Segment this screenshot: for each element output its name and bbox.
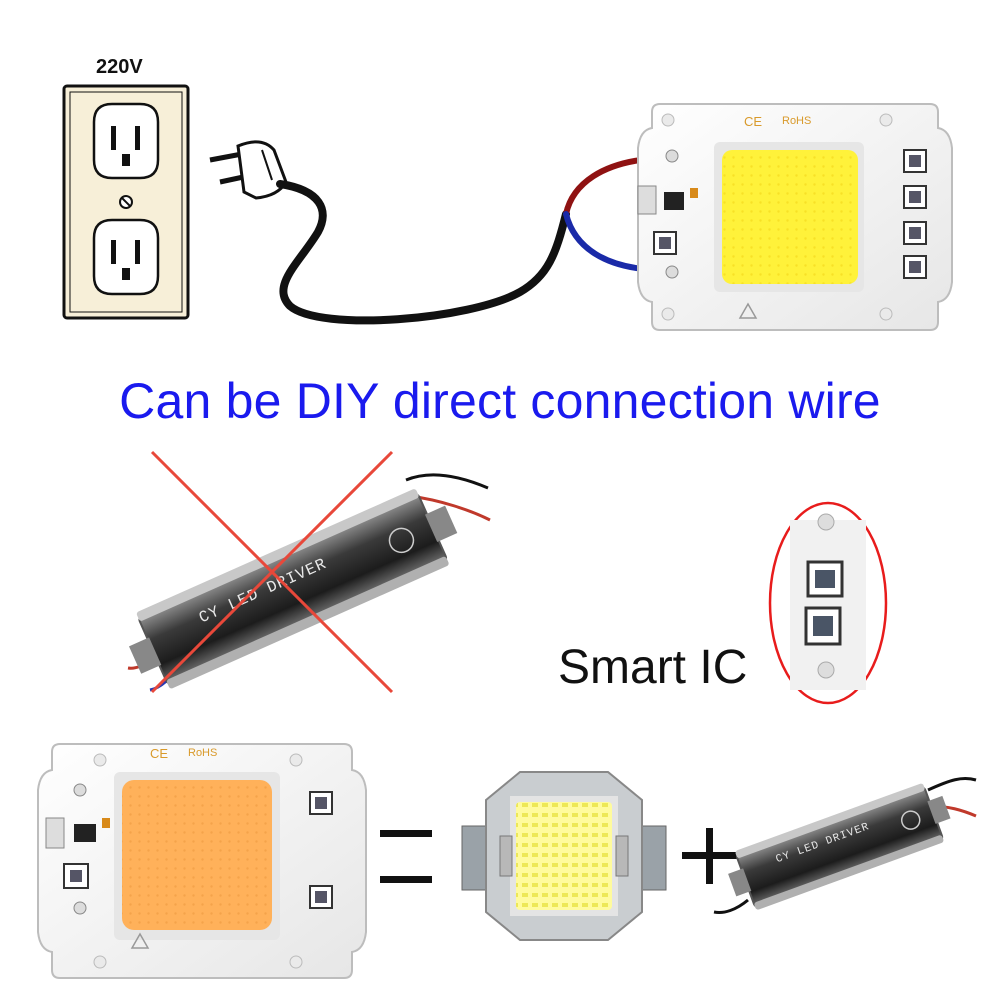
cob-led-chip-icon: CE RoHS — [637, 103, 953, 331]
smart-ic-label: Smart IC — [558, 641, 748, 694]
rohs-mark: RoHS — [782, 115, 811, 127]
led-module-icon — [461, 771, 667, 941]
led-driver-icon: CY LED DRIVER — [713, 776, 977, 914]
plus-symbol — [682, 828, 738, 884]
wall-outlet-icon — [62, 84, 190, 320]
voltage-label: 220V — [96, 56, 143, 78]
equals-symbol — [380, 830, 432, 883]
smart-ic-icon — [768, 501, 888, 705]
ce-mark-2: CE — [150, 746, 168, 761]
power-plug-icon — [209, 140, 667, 325]
warm-cob-led-chip-icon: CE RoHS — [37, 743, 367, 979]
ce-mark: CE — [744, 114, 762, 129]
rohs-mark-2: RoHS — [188, 747, 217, 759]
led-driver-crossed-icon: CY LED DRIVER — [127, 450, 491, 694]
headline: Can be DIY direct connection wire — [119, 373, 881, 429]
